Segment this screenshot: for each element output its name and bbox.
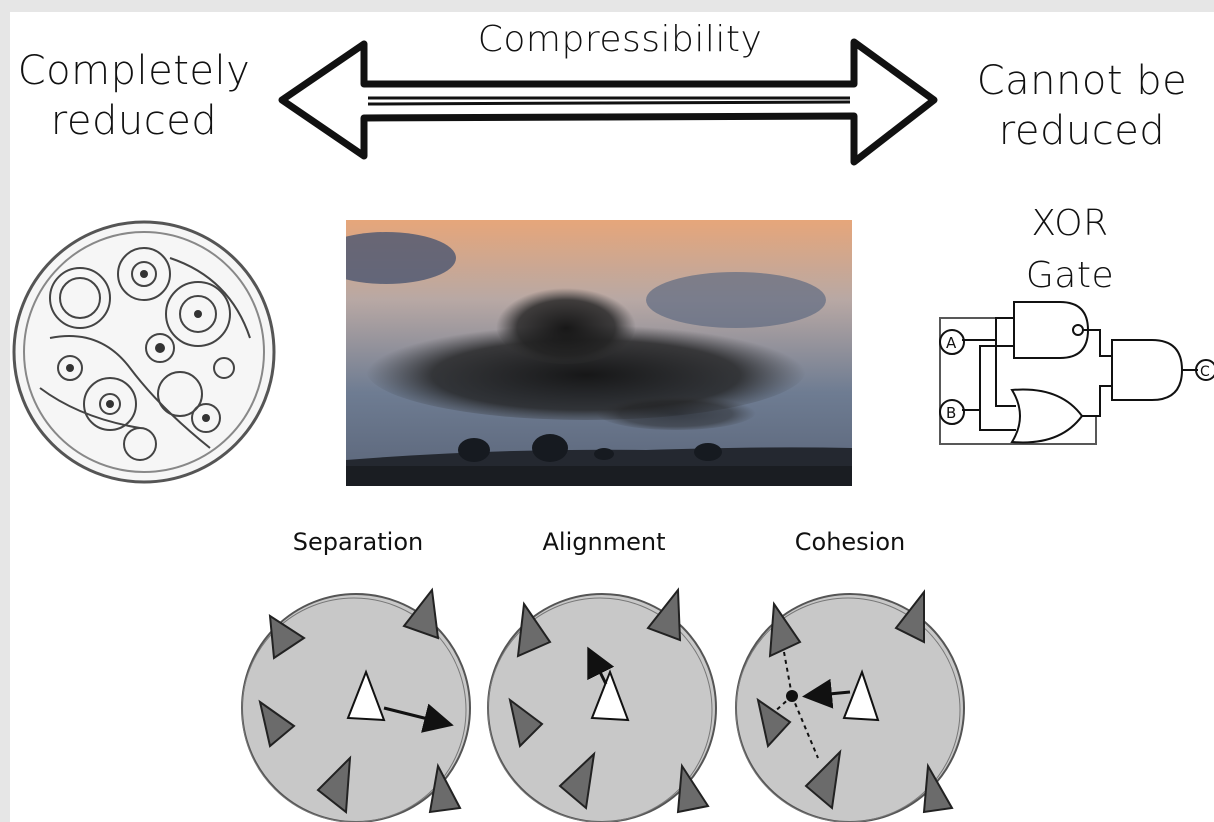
murmuration-photo	[346, 220, 852, 486]
boid-icon	[508, 697, 544, 749]
separation-label: Separation	[292, 528, 424, 556]
boid-icon	[922, 762, 954, 814]
boid-icon	[676, 763, 710, 814]
right-label: Cannot be reduced	[970, 56, 1194, 156]
boid-icon	[316, 755, 352, 814]
figure-canvas: Compressibility Completely reduced Canno…	[10, 12, 1214, 822]
boid-icon	[268, 614, 306, 660]
alignment-label: Alignment	[542, 528, 666, 556]
xor-output-label: C	[1200, 364, 1210, 380]
boid-icon	[558, 751, 596, 810]
left-label-line2: reduced	[50, 98, 218, 144]
boid-icon	[402, 587, 440, 640]
boid-icon	[756, 697, 792, 749]
right-label-line1: Cannot be	[976, 58, 1188, 104]
boid-icon	[894, 589, 925, 644]
scale-title: Compressibility	[450, 14, 790, 66]
self-boid-icon	[842, 669, 880, 722]
left-label-line1: Completely	[17, 48, 251, 94]
xor-input-a-label: A	[946, 334, 957, 352]
xor-title: XOR Gate	[1000, 198, 1140, 302]
xor-title-line2: Gate	[1025, 255, 1115, 296]
self-boid-icon	[590, 669, 630, 722]
boid-icon	[646, 587, 682, 642]
self-boid-icon	[346, 669, 386, 722]
alignment-diagram	[487, 587, 717, 822]
boid-icon	[258, 699, 296, 748]
xor-title-line1: XOR	[1031, 203, 1109, 244]
boid-icon	[516, 601, 552, 658]
cohesion-diagram	[735, 589, 965, 822]
scale-title-text: Compressibility	[477, 19, 763, 60]
right-label-line2: reduced	[998, 108, 1166, 154]
separation-diagram	[241, 587, 471, 822]
center-of-mass-dot	[786, 690, 798, 702]
left-label: Completely reduced	[14, 46, 254, 146]
xor-input-b-label: B	[946, 404, 956, 422]
boid-icon	[804, 749, 842, 810]
boid-icon	[768, 601, 802, 658]
double-arrow-icon	[278, 38, 938, 166]
clockwork-mechanism-image	[12, 220, 276, 484]
xor-gate-diagram: A B C	[939, 301, 1214, 445]
cohesion-label: Cohesion	[794, 528, 906, 556]
boid-icon	[428, 762, 462, 814]
